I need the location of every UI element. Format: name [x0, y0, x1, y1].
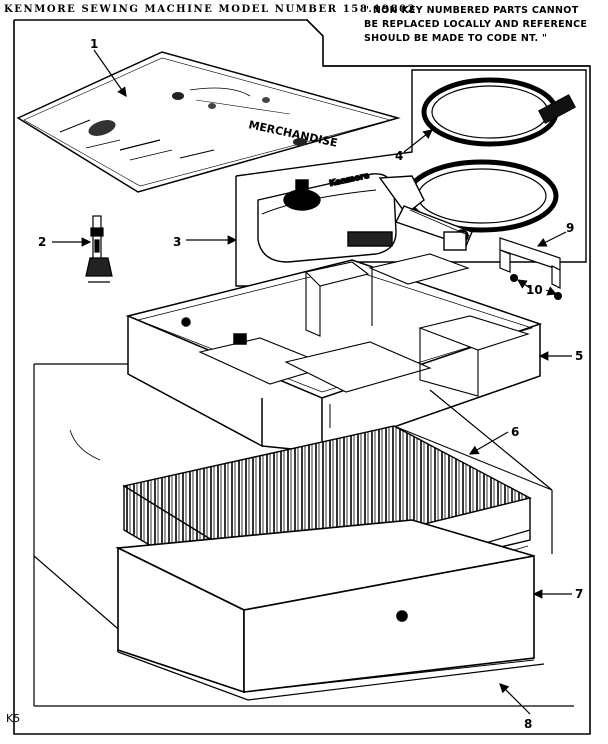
- note-line-1: " NON KEY NUMBERED PARTS CANNOT: [364, 5, 579, 16]
- part-7-case-base: [115, 519, 535, 694]
- callout-3: 3: [173, 235, 181, 249]
- part-4-embroidery-hoops: [405, 77, 576, 233]
- part-8-base-edge: [117, 651, 545, 701]
- part-2-presser-foot: [85, 215, 113, 283]
- callout-6: 6: [511, 425, 519, 439]
- callout-8: 8: [524, 717, 532, 731]
- note-line-2: BE REPLACED LOCALLY AND REFERENCE: [364, 19, 588, 30]
- callout-1: 1: [90, 37, 98, 51]
- carrying-case-outline: [33, 363, 574, 707]
- callout-2: 2: [38, 235, 46, 249]
- page-code: K5: [6, 712, 21, 725]
- callout-9: 9: [566, 221, 574, 235]
- diagram-title: KENMORE SEWING MACHINE MODEL NUMBER 158.…: [4, 4, 417, 15]
- callout-10: 10: [526, 283, 543, 297]
- part-5-accessory-tray: [125, 253, 543, 453]
- outer-frame: [13, 19, 591, 735]
- part-1-instruction-manual: MERCHANDISE: [16, 51, 401, 193]
- part-9-bracket: [499, 237, 561, 289]
- callout-7: 7: [575, 587, 583, 601]
- callout-4: 4: [395, 149, 403, 163]
- callout-5: 5: [575, 349, 583, 363]
- note-line-3: SHOULD BE MADE TO CODE NT. ": [364, 33, 548, 44]
- callout-labels: 1 2 3 4 5 6 7 8 9 10: [38, 37, 583, 731]
- callout-leaders: [52, 49, 572, 715]
